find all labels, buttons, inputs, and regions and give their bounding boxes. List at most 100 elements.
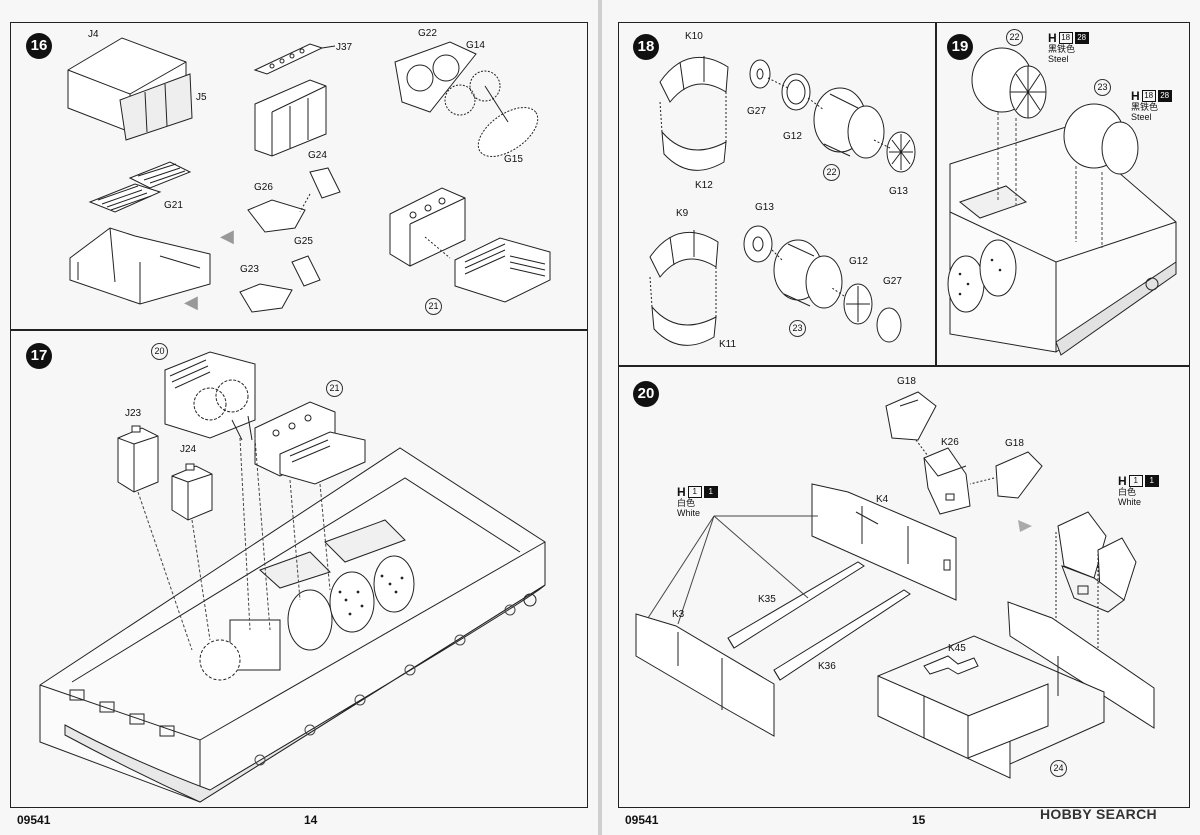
subassembly-20-art <box>164 351 256 441</box>
label-g14: G14 <box>466 40 485 51</box>
j23-j24-art <box>117 425 213 521</box>
paint-code-letter: H <box>1131 89 1140 103</box>
label-g13-bottom: G13 <box>755 202 774 213</box>
label-k9: K9 <box>676 208 689 219</box>
part-g21-hull-section <box>69 161 211 305</box>
paint-name-cn: 白色 <box>677 498 696 508</box>
label-j23: J23 <box>125 408 142 419</box>
subassembly-21-art <box>389 187 551 303</box>
step19-illustration <box>947 47 1177 356</box>
bracket-g18-top <box>885 391 1043 515</box>
label-g23: G23 <box>240 264 259 275</box>
part-j37 <box>253 43 336 157</box>
plate-k4 <box>811 483 957 601</box>
paint-code-box: 1 <box>703 486 718 498</box>
label-j5: J5 <box>196 92 207 103</box>
subassembly-ref-23: 23 <box>1094 79 1111 96</box>
label-g15: G15 <box>504 154 523 165</box>
label-j24: J24 <box>180 444 197 455</box>
subassembly-24-frame-art <box>877 601 1155 779</box>
step20-illustration <box>635 391 1155 779</box>
catalog-number-left: 09541 <box>17 813 51 827</box>
label-k11: K11 <box>719 339 737 350</box>
direction-arrow-icon: ◀ <box>184 292 198 312</box>
part-j4-j5 <box>67 37 193 141</box>
label-k12: K12 <box>695 180 713 191</box>
label-g12-top: G12 <box>783 131 802 142</box>
label-k35: K35 <box>758 594 776 605</box>
watermark-text: HOBBY SEARCH <box>1040 806 1157 822</box>
wheel-top <box>749 59 916 173</box>
subassembly-ref-21: 21 <box>326 380 343 397</box>
strip-k35-k36 <box>727 561 911 681</box>
page-gutter <box>598 0 602 835</box>
direction-arrow-icon: ◀ <box>220 226 234 246</box>
step20-badge: 20 <box>633 381 659 407</box>
part-g23-g26 <box>239 167 341 313</box>
step17-panel <box>10 330 588 808</box>
paint-code-letter: H <box>1048 31 1057 45</box>
wheel-22-art <box>971 47 1047 119</box>
step18-panel <box>618 22 936 366</box>
label-k45: K45 <box>948 643 966 654</box>
paint-code-box: 18 <box>1141 90 1156 102</box>
page-number-left: 14 <box>304 813 318 827</box>
subassembly-ref-20: 20 <box>151 343 168 360</box>
label-g21: G21 <box>164 200 183 211</box>
label-g18-right: G18 <box>1005 438 1024 449</box>
paint-code-box: 1 <box>1144 475 1159 487</box>
step19-badge: 19 <box>947 34 973 60</box>
wheel-23-art <box>1063 103 1139 175</box>
track-guard-k10-k12 <box>659 56 729 171</box>
label-k36: K36 <box>818 661 836 672</box>
label-g26: G26 <box>254 182 273 193</box>
step19-panel <box>936 22 1190 366</box>
label-g25: G25 <box>294 236 313 247</box>
label-g27-bottom: G27 <box>883 276 902 287</box>
paint-code-letter: H <box>1118 474 1127 488</box>
paint-code-box: 28 <box>1157 90 1172 102</box>
page-number-right: 15 <box>912 813 926 827</box>
paint-code-box: 28 <box>1074 32 1089 44</box>
subassembly-21-art-step17 <box>254 401 366 485</box>
watermark-logo: HOBBY SEARCH <box>1040 806 1157 822</box>
paint-name-en: White <box>1118 497 1142 507</box>
label-g13-top: G13 <box>889 186 908 197</box>
step20-panel <box>618 366 1190 808</box>
subassembly-ref-23: 23 <box>789 320 806 337</box>
step17-illustration <box>39 351 546 803</box>
label-g22: G22 <box>418 28 437 39</box>
track-guard-k9-k11 <box>649 230 719 346</box>
label-g24: G24 <box>308 150 327 161</box>
label-k26: K26 <box>941 437 959 448</box>
hull-art <box>39 447 546 803</box>
label-k4: K4 <box>876 494 889 505</box>
label-g18-top: G18 <box>897 376 916 387</box>
label-k10: K10 <box>685 31 703 42</box>
paint-name-cn: 白色 <box>1118 487 1137 497</box>
paint-name-en: Steel <box>1131 112 1152 122</box>
paint-code-box: 18 <box>1058 32 1073 44</box>
paint-code-letter: H <box>677 485 686 499</box>
step18-badge: 18 <box>633 34 659 60</box>
plate-k3 <box>635 613 775 737</box>
step17-badge: 17 <box>26 343 52 369</box>
step16-illustration <box>67 37 551 313</box>
wheel-bottom <box>743 225 902 343</box>
label-j37: J37 <box>336 42 353 53</box>
subassembly-ref-24: 24 <box>1050 760 1067 777</box>
part-g22-g14-g15 <box>394 41 539 157</box>
catalog-number-right: 09541 <box>625 813 659 827</box>
label-j4: J4 <box>88 29 99 40</box>
label-g27-top: G27 <box>747 106 766 117</box>
paint-name-cn: 黑铁色 <box>1048 44 1076 54</box>
label-g12-bottom: G12 <box>849 256 868 267</box>
step16-badge: 16 <box>26 33 52 59</box>
paint-code-box: 1 <box>1128 475 1143 487</box>
paint-code-box: 1 <box>687 486 702 498</box>
paint-name-cn: 黑铁色 <box>1131 102 1159 112</box>
step16-panel <box>10 22 588 330</box>
hull-rear-art <box>947 126 1177 356</box>
